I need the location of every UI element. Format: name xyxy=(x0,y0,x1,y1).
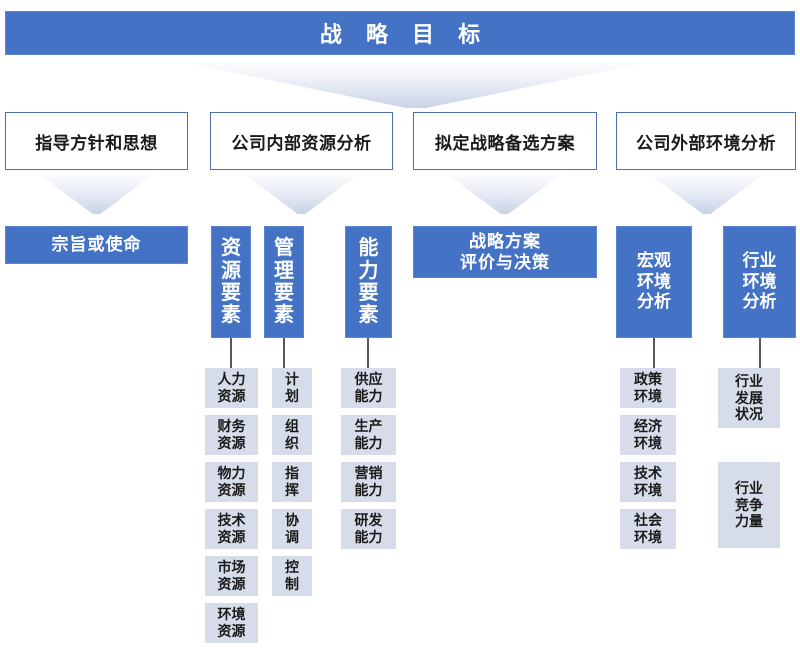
connector-line-column-1 xyxy=(283,338,285,368)
decision-box[interactable]: 战略方案 评价与决策 xyxy=(413,226,597,278)
level2-label: 拟定战略备选方案 xyxy=(435,133,575,153)
sub-item-box[interactable]: 行业 竞争 力量 xyxy=(718,462,780,548)
sub-item-box[interactable]: 财务 资源 xyxy=(205,415,258,455)
sub-item-box[interactable]: 市场 资源 xyxy=(205,556,258,596)
sub-item-box[interactable]: 研发 能力 xyxy=(341,509,396,549)
level2-label: 公司外部环境分析 xyxy=(636,133,776,153)
chevron-down-icon-3 xyxy=(442,170,567,214)
chevron-down-icon-2 xyxy=(239,170,364,214)
level2-box-internal-resources[interactable]: 公司内部资源分析 xyxy=(210,112,393,170)
sub-item-box[interactable]: 社会 环境 xyxy=(620,509,676,549)
sub-item-box[interactable]: 技术 资源 xyxy=(205,509,258,549)
sub-item-label: 经济 环境 xyxy=(634,418,662,451)
chevron-down-icon-4 xyxy=(644,170,769,214)
column-header-industry-environment[interactable]: 行业 环境 分析 xyxy=(723,226,796,338)
column-header-label: 宏观 环境 分析 xyxy=(637,251,671,312)
column-header-label: 能 力 要 素 xyxy=(358,237,379,327)
column-header-capability-elements[interactable]: 能 力 要 素 xyxy=(345,226,392,338)
sub-item-box[interactable]: 行业 发展 状况 xyxy=(718,368,780,428)
sub-item-box[interactable]: 生产 能力 xyxy=(341,415,396,455)
level2-box-guiding-principles[interactable]: 指导方针和思想 xyxy=(5,112,188,170)
sub-item-label: 控 制 xyxy=(285,559,299,592)
column-header-label: 行业 环境 分析 xyxy=(742,251,777,312)
sub-item-label: 物力 资源 xyxy=(217,465,246,498)
sub-item-label: 市场 资源 xyxy=(217,559,246,592)
chevron-down-icon-1 xyxy=(34,170,159,214)
column-header-resource-elements[interactable]: 资 源 要 素 xyxy=(211,226,251,338)
sub-item-label: 研发 能力 xyxy=(354,512,383,545)
sub-item-label: 生产 能力 xyxy=(354,418,383,451)
column-header-label: 管 理 要 素 xyxy=(274,237,294,327)
connector-line-column-2 xyxy=(367,338,369,368)
sub-item-label: 供应 能力 xyxy=(354,371,383,404)
sub-item-box[interactable]: 控 制 xyxy=(272,556,312,596)
sub-item-box[interactable]: 供应 能力 xyxy=(341,368,396,408)
strategy-goal-banner: 战 略 目 标 xyxy=(5,11,795,55)
sub-item-box[interactable]: 经济 环境 xyxy=(620,415,676,455)
page-title: 战 略 目 标 xyxy=(319,22,490,47)
sub-item-box[interactable]: 环境 资源 xyxy=(205,603,258,643)
column-header-label: 资 源 要 素 xyxy=(221,237,241,327)
mission-box[interactable]: 宗旨或使命 xyxy=(5,226,188,264)
sub-item-box[interactable]: 政策 环境 xyxy=(620,368,676,408)
sub-item-label: 环境 资源 xyxy=(217,606,246,639)
sub-item-box[interactable]: 人力 资源 xyxy=(205,368,258,408)
level2-label: 公司内部资源分析 xyxy=(231,133,372,153)
connector-line-column-4 xyxy=(759,338,761,368)
sub-item-box[interactable]: 计 划 xyxy=(272,368,312,408)
sub-item-box[interactable]: 技术 环境 xyxy=(620,462,676,502)
sub-item-box[interactable]: 营销 能力 xyxy=(341,462,396,502)
level2-label: 指导方针和思想 xyxy=(35,133,158,153)
sub-item-label: 人力 资源 xyxy=(217,371,246,404)
chevron-down-icon-main xyxy=(172,60,660,108)
sub-item-label: 行业 发展 状况 xyxy=(735,373,763,423)
sub-item-label: 营销 能力 xyxy=(354,465,383,498)
sub-item-label: 组 织 xyxy=(285,418,299,451)
sub-item-box[interactable]: 组 织 xyxy=(272,415,312,455)
level2-box-external-environment[interactable]: 公司外部环境分析 xyxy=(616,112,796,170)
sub-item-label: 协 调 xyxy=(285,512,299,545)
column-header-management-elements[interactable]: 管 理 要 素 xyxy=(264,226,304,338)
sub-item-label: 财务 资源 xyxy=(217,418,246,451)
connector-line-column-0 xyxy=(230,338,232,368)
sub-item-label: 技术 环境 xyxy=(634,465,662,498)
sub-item-box[interactable]: 物力 资源 xyxy=(205,462,258,502)
sub-item-box[interactable]: 指 挥 xyxy=(272,462,312,502)
column-header-macro-environment[interactable]: 宏观 环境 分析 xyxy=(616,226,692,338)
sub-item-label: 行业 竞争 力量 xyxy=(735,480,763,530)
sub-item-box[interactable]: 协 调 xyxy=(272,509,312,549)
sub-item-label: 计 划 xyxy=(285,371,299,404)
connector-line-column-3 xyxy=(653,338,655,368)
decision-label: 战略方案 评价与决策 xyxy=(460,231,550,272)
sub-item-label: 社会 环境 xyxy=(634,512,662,545)
sub-item-label: 指 挥 xyxy=(285,465,299,498)
level2-box-strategy-alternatives[interactable]: 拟定战略备选方案 xyxy=(413,112,597,170)
mission-label: 宗旨或使命 xyxy=(51,235,142,255)
sub-item-label: 政策 环境 xyxy=(634,371,662,404)
sub-item-label: 技术 资源 xyxy=(217,512,246,545)
